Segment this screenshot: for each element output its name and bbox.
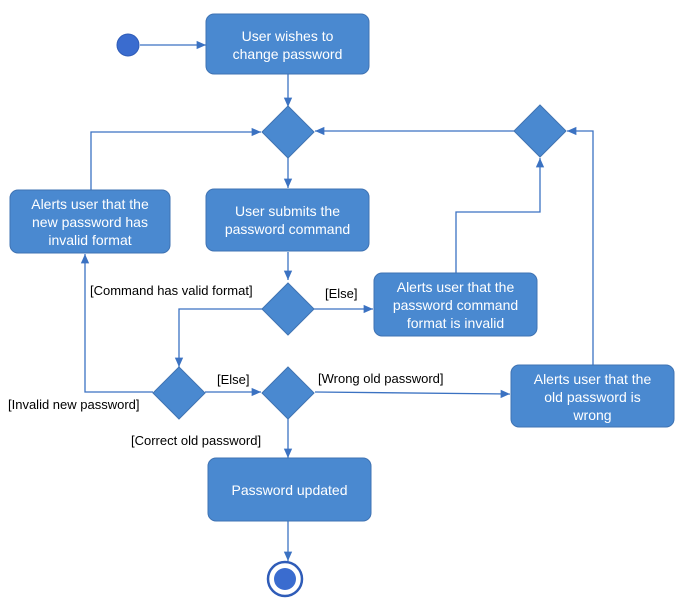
merge-diamond-right [513,104,567,158]
node-alert-command-invalid: Alerts user that the password command form… [373,272,538,337]
edge-old-wrong-to-wrong-alert [314,389,511,399]
edge-bad-format-to-merge [90,127,261,190]
end-node [266,560,304,598]
guard-wrong-old-password: [Wrong old password] [318,371,444,386]
merge-diamond-main [261,105,315,159]
node-text-line: User wishes to [242,28,334,44]
edge-invalid-command-to-top-merge [455,158,545,273]
node-text-line: format is invalid [407,315,504,331]
node-alert-new-password-invalid: Alerts user that the new password has inva… [9,189,171,254]
node-text-line: old password is [544,389,641,405]
node-user-wishes: User wishes to change password [205,13,370,75]
guard-else-format: [Else] [325,286,358,301]
node-text-line: password command [393,297,518,313]
node-text-line: password command [225,221,350,237]
edge-new-invalid-to-bad-format [80,254,153,393]
guard-valid-format: [Command has valid format] [90,283,253,298]
svg-text:Password updated: Password updated [232,482,348,498]
node-alert-old-password-wrong: Alerts user that the old password is wrong [510,364,675,428]
node-text-line: wrong [572,407,611,423]
edge-wrong-alert-to-top-merge [567,126,594,365]
node-user-submits: User submits the password command [205,188,370,252]
node-text-line: User submits the [235,203,340,219]
node-text-line: invalid format [48,232,131,248]
node-text-line: Alerts user that the [31,196,149,212]
node-password-updated: Password updated [207,457,372,522]
guard-invalid-new-password: [Invalid new password] [8,397,140,412]
edges [80,40,594,561]
node-text-line: Alerts user that the [534,371,652,387]
decision-diamond-format [261,282,315,336]
decision-diamond-old-password [261,366,315,420]
node-text-line: new password has [32,214,148,230]
decision-diamond-new-password [152,366,206,420]
edge-format-valid-to-new-decision [174,308,262,367]
start-node [116,33,140,57]
node-text-line: Password updated [232,482,348,498]
node-text-line: change password [233,46,343,62]
guard-else-new-password: [Else] [217,372,250,387]
guard-correct-old-password: [Correct old password] [131,433,261,448]
node-text-line: Alerts user that the [397,279,515,295]
